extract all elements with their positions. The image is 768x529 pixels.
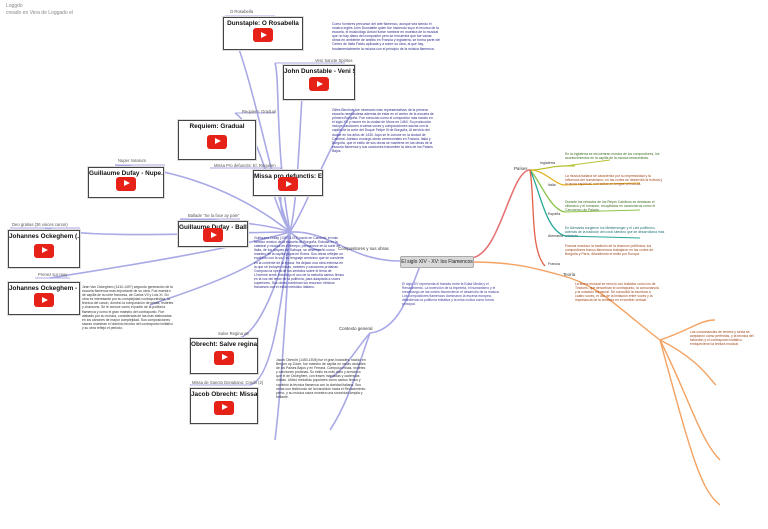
video-title: Johannes Ockeghem (... xyxy=(9,233,79,240)
video-title: Missa pro defunctis: El... xyxy=(254,173,322,180)
video-title: John Dunstable - Veni S... xyxy=(284,68,354,75)
text-alemania: En Alemania surgieron los Meistersinger … xyxy=(565,226,665,239)
video-card[interactable]: Guillaume Dufay - Nupe... xyxy=(88,167,164,198)
play-icon[interactable] xyxy=(207,134,227,149)
play-icon[interactable] xyxy=(116,176,136,191)
page-subtitle: creado en Vera de Loggado el xyxy=(6,10,73,16)
video-card[interactable]: Guillaume Dufay - Balla... xyxy=(178,221,248,247)
branch-context[interactable]: Contexto general xyxy=(339,326,373,331)
video-label: Nuper rosarum xyxy=(118,158,146,163)
node-alemania[interactable]: Alemania xyxy=(548,234,563,238)
video-card[interactable]: John Dunstable - Veni S... xyxy=(283,65,355,100)
text-teoria: La teoría musical se renovó con tratados… xyxy=(575,282,659,303)
video-card[interactable]: Jacob Obrecht: Missa d... xyxy=(190,388,258,424)
video-card[interactable]: Dunstaple: O Rosabella xyxy=(223,17,303,50)
text-contexto: El siglo XV representa el tránsito entre… xyxy=(402,282,500,307)
video-label: Ballade "Se la face ay pale" xyxy=(188,213,240,218)
play-icon[interactable] xyxy=(214,400,234,415)
video-title: Guillaume Dufay - Balla... xyxy=(179,224,247,231)
page-header: Loggdo creado en Vera de Loggado el xyxy=(6,3,73,17)
video-title: Guillaume Dufay - Nupe... xyxy=(89,170,163,177)
video-label: O Rosabella xyxy=(230,9,254,14)
video-title: Dunstaple: O Rosabella xyxy=(227,20,299,27)
node-francia[interactable]: Francia xyxy=(548,262,560,266)
text-ockeghem: Jean Van Ockeghem (1410-1497) segundo ge… xyxy=(82,285,174,330)
text-italia: La música italiana se caracterizó por su… xyxy=(565,174,663,187)
play-icon[interactable] xyxy=(34,293,54,308)
video-card[interactable]: Johannes Ockeghem (... xyxy=(8,230,80,268)
branch-teoria[interactable]: Teoría xyxy=(563,272,576,277)
play-icon[interactable] xyxy=(214,350,234,365)
video-card[interactable]: Requiem: Gradual xyxy=(178,120,256,160)
video-title: Obrecht: Salve regina a... xyxy=(191,341,257,348)
text-obrecht: Jacob Obrecht (1450-1505) fue el gran ho… xyxy=(276,358,366,399)
play-icon[interactable] xyxy=(309,77,329,92)
text-teoria-2: Las consonancias de tercera y sexta se a… xyxy=(690,330,754,347)
central-topic[interactable]: El siglo XIV - XV: los Flamencos xyxy=(400,256,474,268)
node-italia[interactable]: Italia xyxy=(548,183,556,187)
text-inglaterra: En la Inglaterra se encuentran música de… xyxy=(565,152,660,161)
video-title: Requiem: Gradual xyxy=(189,123,245,130)
play-icon[interactable] xyxy=(203,228,223,243)
branch-composers[interactable]: Compositores y sus obras xyxy=(338,246,389,251)
page-title: Loggdo xyxy=(6,3,23,9)
video-label: Veni Sancte Spiritus xyxy=(315,58,353,63)
node-espana[interactable]: España xyxy=(548,212,561,216)
video-card[interactable]: Missa pro defunctis: El... xyxy=(253,170,323,196)
node-inglaterra[interactable]: Inglaterra xyxy=(540,161,556,165)
text-dufay: Guillaume Dufay (1397-1474) nació en Cam… xyxy=(254,236,344,290)
video-label: Deo gratias (36 voices canon) xyxy=(12,222,68,227)
play-icon[interactable] xyxy=(34,243,54,258)
text-binchois: Gilles Binchois fue necesario más repres… xyxy=(332,108,434,153)
video-card[interactable]: Johannes Ockeghem - ... xyxy=(8,282,80,315)
video-label: Missa Pro defunctis: El. Requiem xyxy=(214,163,276,168)
video-label: Requiem: Gradual xyxy=(242,109,276,114)
video-label: Prenez sur moy xyxy=(38,272,68,277)
video-title: Jacob Obrecht: Missa d... xyxy=(191,391,257,398)
video-label: Salve Regina a8 xyxy=(218,331,249,336)
play-icon[interactable] xyxy=(253,28,273,43)
text-francia: Francia mantuvo la tradición de la chans… xyxy=(565,244,654,257)
video-title: Johannes Ockeghem - ... xyxy=(9,285,79,292)
text-espana: Durante los reinados de los Reyes Católi… xyxy=(565,200,656,213)
branch-paises[interactable]: Países xyxy=(514,166,528,171)
video-card[interactable]: Obrecht: Salve regina a... xyxy=(190,338,258,374)
video-label: Missa de Sancto Donatiano: Credo (2) xyxy=(192,380,264,385)
text-dunstable: Como hombres precursor del arte flamenco… xyxy=(332,22,440,51)
play-icon[interactable] xyxy=(278,177,298,192)
